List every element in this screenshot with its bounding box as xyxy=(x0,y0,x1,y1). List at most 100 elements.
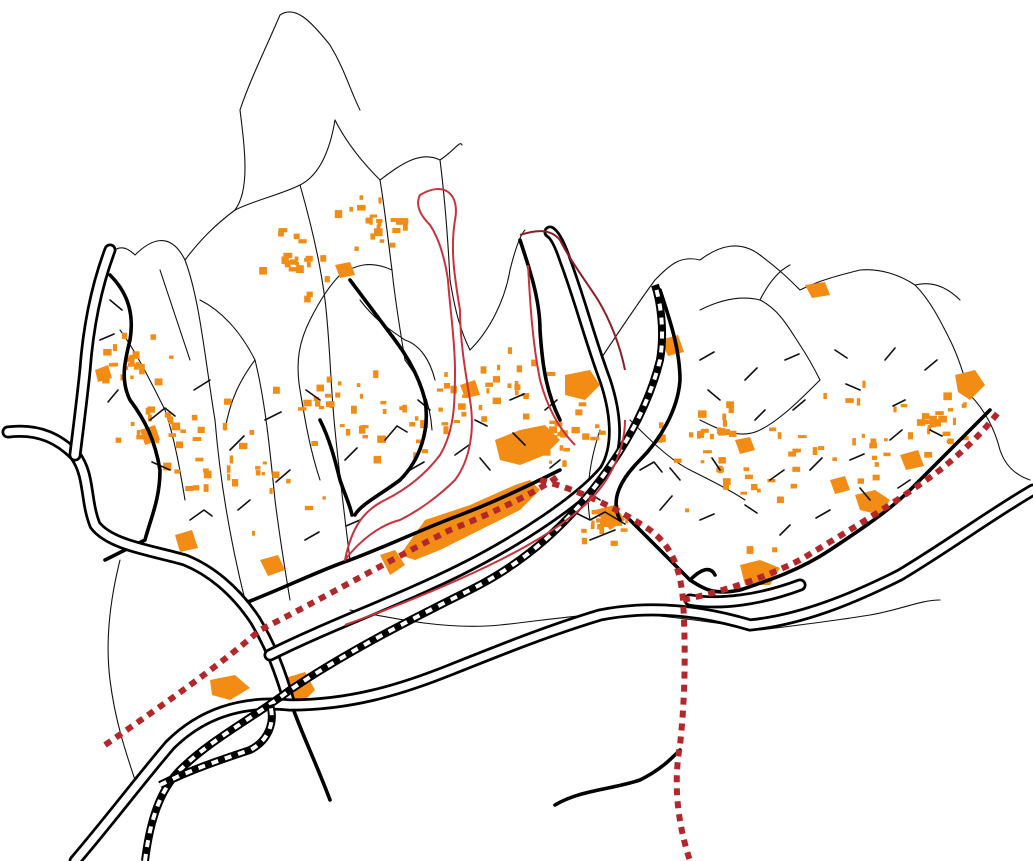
built-up-speck xyxy=(441,422,449,426)
built-up-speck xyxy=(927,427,931,435)
built-up-speck xyxy=(288,267,297,272)
built-up-speck xyxy=(722,413,727,421)
built-up-speck xyxy=(252,530,255,536)
built-up-speck xyxy=(227,473,231,481)
built-up-speck xyxy=(414,416,419,421)
built-up-speck xyxy=(197,426,205,433)
built-up-speck xyxy=(856,398,861,406)
expressways xyxy=(1,225,1033,861)
built-up-speck xyxy=(598,512,604,518)
built-up-speck xyxy=(658,422,664,429)
built-up-speck xyxy=(402,223,408,231)
built-up-speck xyxy=(777,496,784,503)
ridge-lines xyxy=(99,11,1031,781)
built-up-speck xyxy=(137,363,145,368)
built-up-speck xyxy=(369,214,378,218)
built-up-speck xyxy=(883,452,891,457)
built-up-speck xyxy=(365,217,371,224)
built-up-speck xyxy=(112,344,118,351)
built-up-speck xyxy=(325,393,333,398)
built-up-speck xyxy=(345,428,351,436)
built-up-speck xyxy=(304,505,314,511)
built-up-speck xyxy=(700,429,705,437)
built-up-speck xyxy=(261,472,265,476)
built-up-speck xyxy=(921,413,930,420)
built-up-speck xyxy=(294,256,299,261)
built-up-speck xyxy=(249,430,255,435)
built-up-speck xyxy=(923,420,932,425)
built-up-speck xyxy=(549,460,553,464)
built-up-speck xyxy=(916,419,926,426)
built-up-speck xyxy=(961,436,969,441)
built-up-speck xyxy=(130,375,134,380)
built-up-speck xyxy=(359,393,364,399)
built-up-speck xyxy=(552,435,558,443)
built-up-speck xyxy=(523,394,529,399)
built-up-speck xyxy=(226,465,231,473)
built-up-speck xyxy=(721,429,730,435)
built-up-speck xyxy=(168,433,176,437)
built-up-speck xyxy=(168,419,174,425)
built-up-speck xyxy=(339,424,345,428)
built-up-speck xyxy=(389,242,396,248)
built-up-speck xyxy=(544,448,551,456)
built-up-speck xyxy=(562,460,567,467)
built-up-speck xyxy=(531,359,537,367)
built-up-speck xyxy=(171,422,181,431)
built-up-speck xyxy=(521,393,530,397)
built-up-speck xyxy=(462,394,470,398)
built-up-speck xyxy=(354,246,359,251)
built-up-speck xyxy=(740,491,747,495)
built-up-speck xyxy=(168,355,174,359)
built-up-speck xyxy=(625,516,629,524)
built-up-speck xyxy=(278,230,284,237)
built-up-speck xyxy=(409,422,416,427)
built-up-speck xyxy=(697,410,707,418)
built-up-speck xyxy=(507,383,512,388)
built-up-speck xyxy=(269,487,273,494)
built-up-speck xyxy=(655,439,663,443)
built-up-speck xyxy=(549,420,558,425)
local-roads xyxy=(99,299,943,541)
built-up-speck xyxy=(458,403,466,410)
built-up-speck xyxy=(444,372,448,377)
built-up-speck xyxy=(283,252,293,259)
built-up-speck xyxy=(575,409,583,416)
built-up-speck xyxy=(147,406,156,413)
built-up-speck xyxy=(871,455,878,460)
built-up-speck xyxy=(392,227,401,233)
built-up-speck xyxy=(298,407,307,411)
built-up-speck xyxy=(399,406,403,410)
built-up-speck xyxy=(176,441,184,449)
built-up-speck xyxy=(122,332,128,340)
built-up-speck xyxy=(454,420,460,423)
built-up-speck xyxy=(935,411,944,415)
built-up-speck xyxy=(595,424,600,429)
built-up-speck xyxy=(305,255,313,262)
built-up-speck xyxy=(203,470,212,479)
built-up-speck xyxy=(167,416,174,421)
built-up-speck xyxy=(329,401,333,408)
built-up-speck xyxy=(935,419,941,427)
built-up-speck xyxy=(571,427,580,434)
built-up-speck xyxy=(315,401,321,407)
built-up-speck xyxy=(313,396,319,402)
built-up-speck xyxy=(369,217,373,225)
built-up-speck xyxy=(377,222,382,227)
built-up-speck xyxy=(203,484,209,492)
built-up-speck xyxy=(358,425,366,434)
built-up-speck xyxy=(869,442,877,449)
built-up-speck xyxy=(103,349,112,356)
built-up-speck xyxy=(610,540,618,546)
built-up-speck xyxy=(757,488,761,493)
built-up-speck xyxy=(421,449,429,454)
built-up-speck xyxy=(599,430,606,435)
built-up-speck xyxy=(728,406,734,414)
built-up-speck xyxy=(229,455,234,464)
built-up-speck xyxy=(546,371,556,376)
built-up-speck xyxy=(362,435,369,439)
built-up-speck xyxy=(185,486,194,492)
built-up-speck xyxy=(192,437,202,441)
built-up-speck xyxy=(929,415,937,423)
built-up-speck xyxy=(306,291,313,298)
